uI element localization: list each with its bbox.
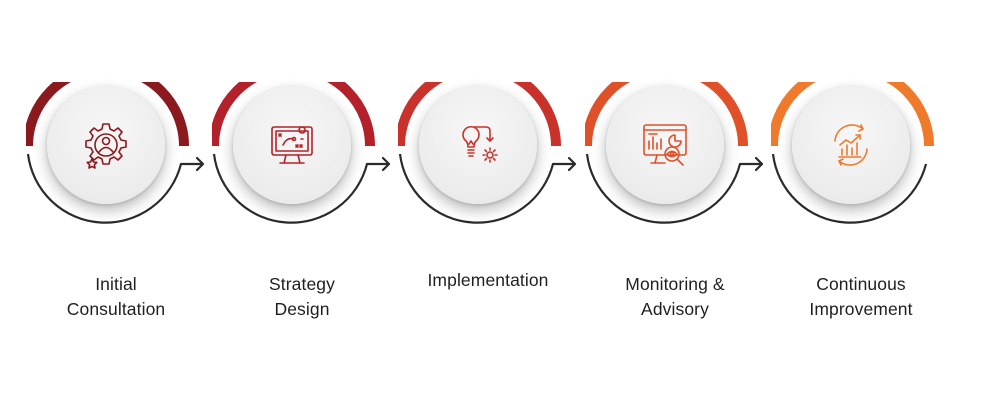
step-label-line: Improvement — [809, 299, 913, 319]
step-ring-bottom-arc — [585, 153, 742, 224]
step-monitoring-advisory: Monitoring & Advisory — [585, 82, 765, 332]
step-ring-bottom-arc — [26, 153, 183, 224]
step-ring — [771, 82, 934, 224]
step-ring — [398, 82, 577, 224]
step-label: Implementation — [378, 268, 598, 293]
step-ring-top-arc — [26, 82, 189, 147]
arrow-right-icon — [738, 156, 764, 172]
step-ring — [26, 82, 205, 224]
step-ring — [212, 82, 391, 224]
step-label: Strategy Design — [192, 272, 412, 322]
step-ring-bottom-arc — [212, 153, 369, 224]
cycle-growth-chart-icon — [834, 124, 868, 166]
dashboard-magnifier-icon — [643, 124, 687, 166]
step-ring-bottom-arc — [398, 153, 555, 224]
bulb-arrow-gear-icon — [462, 126, 498, 163]
step-label-line: Strategy — [269, 274, 335, 294]
step-implementation: Implementation — [398, 82, 578, 332]
arrow-right-icon — [179, 156, 205, 172]
step-label-line: Monitoring & — [625, 274, 725, 294]
step-ring-bottom-arc — [771, 153, 928, 224]
step-label-line: Initial — [95, 274, 137, 294]
step-label: Monitoring & Advisory — [565, 272, 785, 322]
step-label-line: Consultation — [66, 299, 166, 319]
step-ring-top-arc — [398, 82, 561, 147]
gear-person-star-icon — [85, 123, 127, 169]
step-continuous-improvement: Continuous Improvement — [771, 82, 951, 332]
step-disc — [233, 86, 351, 204]
step-label: Initial Consultation — [6, 272, 226, 322]
step-disc — [606, 86, 724, 204]
step-ring — [585, 82, 764, 224]
step-strategy-design: Strategy Design — [212, 82, 392, 332]
step-initial-consultation: Initial Consultation — [26, 82, 206, 332]
step-ring-top-arc — [585, 82, 748, 147]
step-ring-top-arc — [212, 82, 375, 147]
step-ring-top-arc — [771, 82, 934, 147]
step-label-line: Advisory — [641, 299, 709, 319]
arrow-right-icon — [551, 156, 577, 172]
step-label: Continuous Improvement — [751, 272, 971, 322]
step-disc — [419, 86, 537, 204]
step-label-line: Continuous — [816, 274, 906, 294]
step-disc — [792, 86, 910, 204]
step-label-line: Implementation — [427, 270, 549, 290]
arrow-right-icon — [365, 156, 391, 172]
step-label-line: Design — [274, 299, 330, 319]
monitor-strategy-board-icon — [271, 126, 313, 164]
